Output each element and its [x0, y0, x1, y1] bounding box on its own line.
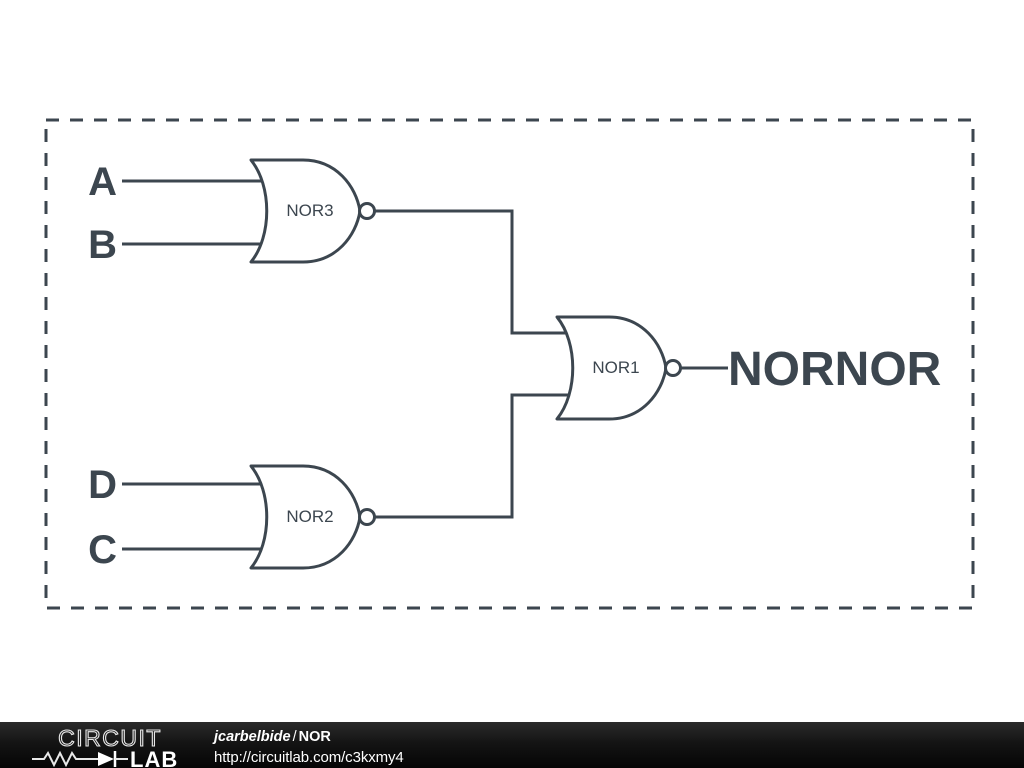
nor1-body: [555, 315, 668, 421]
nor3-label: NOR3: [286, 201, 333, 220]
schematic-canvas[interactable]: NOR3 NOR2 NOR1 A: [0, 0, 1024, 722]
nor1-label: NOR1: [592, 358, 639, 377]
footer-title-line: jcarbelbide/NOR: [214, 727, 404, 745]
footer-url[interactable]: http://circuitlab.com/c3kxmy4: [214, 748, 404, 766]
output-label-nornor: NORNOR: [728, 343, 941, 396]
gate-nor2[interactable]: NOR2: [122, 464, 376, 570]
selection-rectangle[interactable]: [44, 118, 975, 610]
schematic-drawing: NOR3 NOR2 NOR1 A: [44, 118, 975, 610]
gate-nor3[interactable]: NOR3: [122, 158, 376, 264]
nor2-inversion-bubble: [358, 508, 376, 526]
input-label-a: A: [88, 160, 117, 204]
wire-nor3-to-nor1: [375, 209, 568, 335]
diode-icon: [98, 751, 128, 767]
nor1-inversion-bubble: [664, 359, 682, 377]
footer-circuit-name: NOR: [298, 729, 331, 745]
circuitlab-logo[interactable]: CIRCUIT LAB: [24, 724, 196, 768]
circuitlab-logo-graphic: CIRCUIT LAB: [32, 724, 178, 768]
input-label-c: C: [88, 528, 117, 572]
logo-word-circuit: CIRCUIT: [58, 727, 162, 751]
input-label-d: D: [88, 463, 117, 507]
wire-nor2-to-nor1: [375, 393, 568, 519]
resistor-icon: [32, 750, 98, 768]
footer-bar: CIRCUIT LAB jcarbelbide/NOR http://circu…: [0, 722, 1024, 768]
input-label-b: B: [88, 223, 117, 267]
footer-metadata: jcarbelbide/NOR http://circuitlab.com/c3…: [214, 727, 404, 765]
logo-word-lab: LAB: [130, 747, 178, 767]
gate-nor1[interactable]: NOR1: [555, 315, 682, 421]
nor2-label: NOR2: [286, 507, 333, 526]
nor3-inversion-bubble: [358, 202, 376, 220]
nor3-body: [249, 158, 362, 264]
footer-separator: /: [292, 729, 297, 745]
footer-author: jcarbelbide: [214, 729, 291, 745]
nor2-body: [249, 464, 362, 570]
